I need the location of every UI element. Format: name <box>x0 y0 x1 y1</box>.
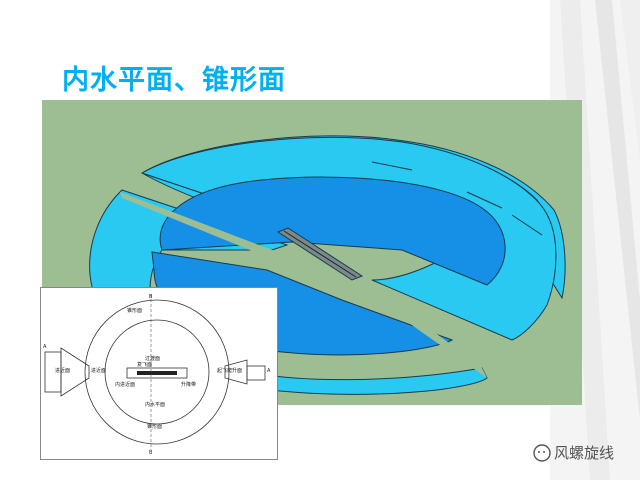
runway <box>137 371 177 375</box>
watermark: 风螺旋线 <box>533 442 614 463</box>
label-takeoff: 起飞爬升面 <box>217 367 242 374</box>
label-approach-left: 进近面 <box>55 367 70 374</box>
label-approach-inner: 进近面 <box>91 367 106 374</box>
right-box <box>246 365 266 381</box>
label-conical-top: 锥形面 <box>127 307 142 314</box>
label-section-b-top: B <box>149 294 153 300</box>
label-inner-approach: 内进近面 <box>115 381 135 388</box>
surfaces-plan-inset: 锥形面 过渡面 进近面 进近面 起飞爬升面 复飞面 内进近面 升降带 内水平面 … <box>40 287 278 460</box>
label-inner-horizontal: 内水平面 <box>145 401 165 408</box>
inner-horizontal-surface <box>159 176 506 286</box>
label-conical-bottom: 锥形面 <box>147 423 162 430</box>
approach-surface-left <box>60 347 90 397</box>
wechat-logo-icon <box>533 443 551 462</box>
label-section-a-left: A <box>43 344 47 350</box>
label-transition: 过渡面 <box>145 355 160 362</box>
label-landing-strip: 升降带 <box>181 381 196 388</box>
inner-horizontal-ring <box>104 319 210 425</box>
slide-title: 内水平面、锥形面 <box>62 65 286 96</box>
label-section-a-right: A <box>267 368 271 374</box>
conical-outer-ring <box>84 299 230 445</box>
watermark-text: 风螺旋线 <box>554 444 615 462</box>
airport-surfaces-3d-model <box>42 100 582 405</box>
approach-gap <box>120 192 487 378</box>
label-section-b-bottom: B <box>149 450 153 456</box>
takeoff-surface-right <box>224 359 248 385</box>
left-box <box>44 351 62 393</box>
label-balked-landing: 复飞面 <box>137 361 152 368</box>
runway-box <box>126 367 188 379</box>
